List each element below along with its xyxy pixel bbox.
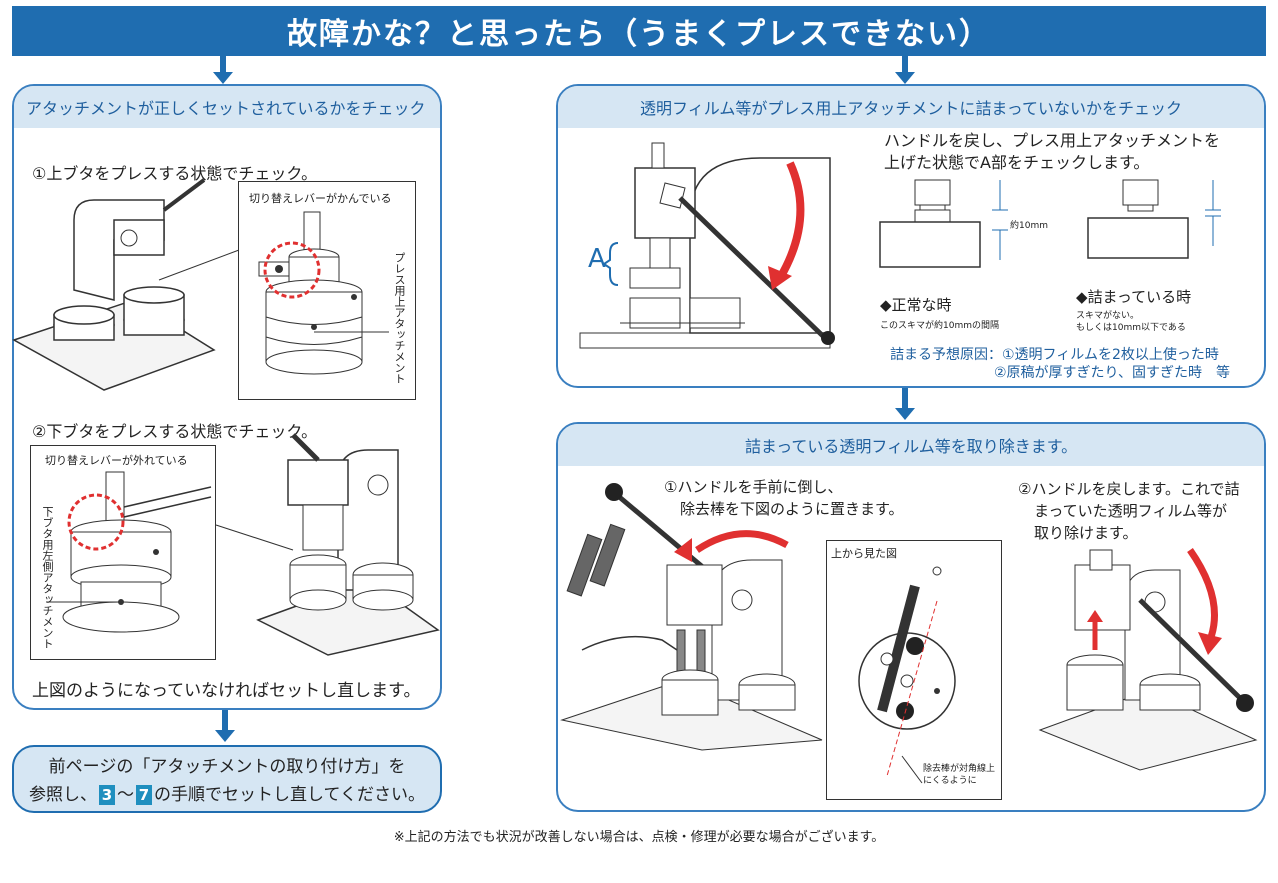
recheck-instruction: 上図のようになっていなければセットし直します。 [32,681,421,701]
jam-cause-1: 詰まる予想原因：①透明フィルムを2枚以上使った時 [890,347,1219,363]
press-side-illustration [579,142,835,349]
jammed-gap-diagram [1087,179,1221,259]
lever-released-inset: 切り替えレバーが外れている 下ブタ用左側アタッチメント [30,445,216,660]
attachment-closeup [258,211,389,375]
step-number-badge: 7 [136,785,152,805]
top-view-inset: 上から見た図 除去棒が対角線上 にくるように [826,540,1002,800]
handle-forward-illustration [560,483,823,751]
inset-caption: 切り替えレバーがかんでいる [249,192,392,205]
check-description: ハンドルを戻し、プレス用上アタッチメントを 上げた状態でA部をチェックします。 [884,131,1221,172]
down-arrow-icon [895,56,915,84]
panel-title: アタッチメントが正しくセットされているかをチェック [14,86,440,128]
page-title: 故障かな？と思ったら（うまくプレスできない） [12,6,1266,56]
panel-title: 詰まっている透明フィルム等を取り除きます。 [558,424,1264,466]
part-a-label: A [588,244,606,274]
step-number-badge: 3 [99,785,115,805]
panel-title: 透明フィルム等がプレス用上アタッチメントに詰まっていないかをチェック [558,86,1264,128]
inset-side-label: 下ブタ用左側アタッチメント [41,506,54,649]
remove-step2: ②ハンドルを戻します。これで詰 まっていた透明フィルム等が 取り除けます。 [1018,480,1240,542]
remove-step1: ①ハンドルを手前に倒し、 除去棒を下図のように置きます。 [664,478,904,518]
top-view-diagram [858,566,956,784]
jam-cause-2: ②原稿が厚すぎたり、固すぎた時 等 [994,365,1230,381]
inset-title: 上から見た図 [831,547,897,560]
press-top-illustration [12,178,240,391]
note-line1: 前ページの「アタッチメントの取り付け方」を [48,757,406,777]
normal-state-title: ◆正常な時 [880,296,952,314]
normal-state-desc: このスキマが約10mmの間隔 [880,321,999,331]
down-arrow-icon [213,56,233,84]
gap-label: 約10mm [1010,221,1048,231]
lever-engaged-inset: 切り替えレバーがかんでいる プレス用上アタッチメント [238,181,416,400]
down-arrow-icon [215,710,235,744]
jam-state-title: ◆詰まっている時 [1076,288,1192,306]
handle-return-illustration [1038,547,1258,771]
inset-note: 除去棒が対角線上 にくるように [923,764,996,786]
inset-side-label: プレス用上アタッチメント [393,252,406,384]
press-bottom-illustration [215,433,440,656]
jam-state-desc2: もしくは10mm以下である [1076,323,1186,333]
inset-caption: 切り替えレバーが外れている [45,454,188,467]
footer-disclaimer: ※上記の方法でも状況が改善しない場合は、点検・修理が必要な場合がございます。 [393,830,885,845]
normal-gap-diagram [879,179,1008,268]
step2-label: ②下ブタをプレスする状態でチェック。 [32,422,318,441]
left-attachment-closeup [46,471,212,633]
step1-label: ①上ブタをプレスする状態でチェック。 [32,164,318,183]
down-arrow-icon [895,388,915,422]
jam-state-desc1: スキマがない。 [1076,311,1140,321]
